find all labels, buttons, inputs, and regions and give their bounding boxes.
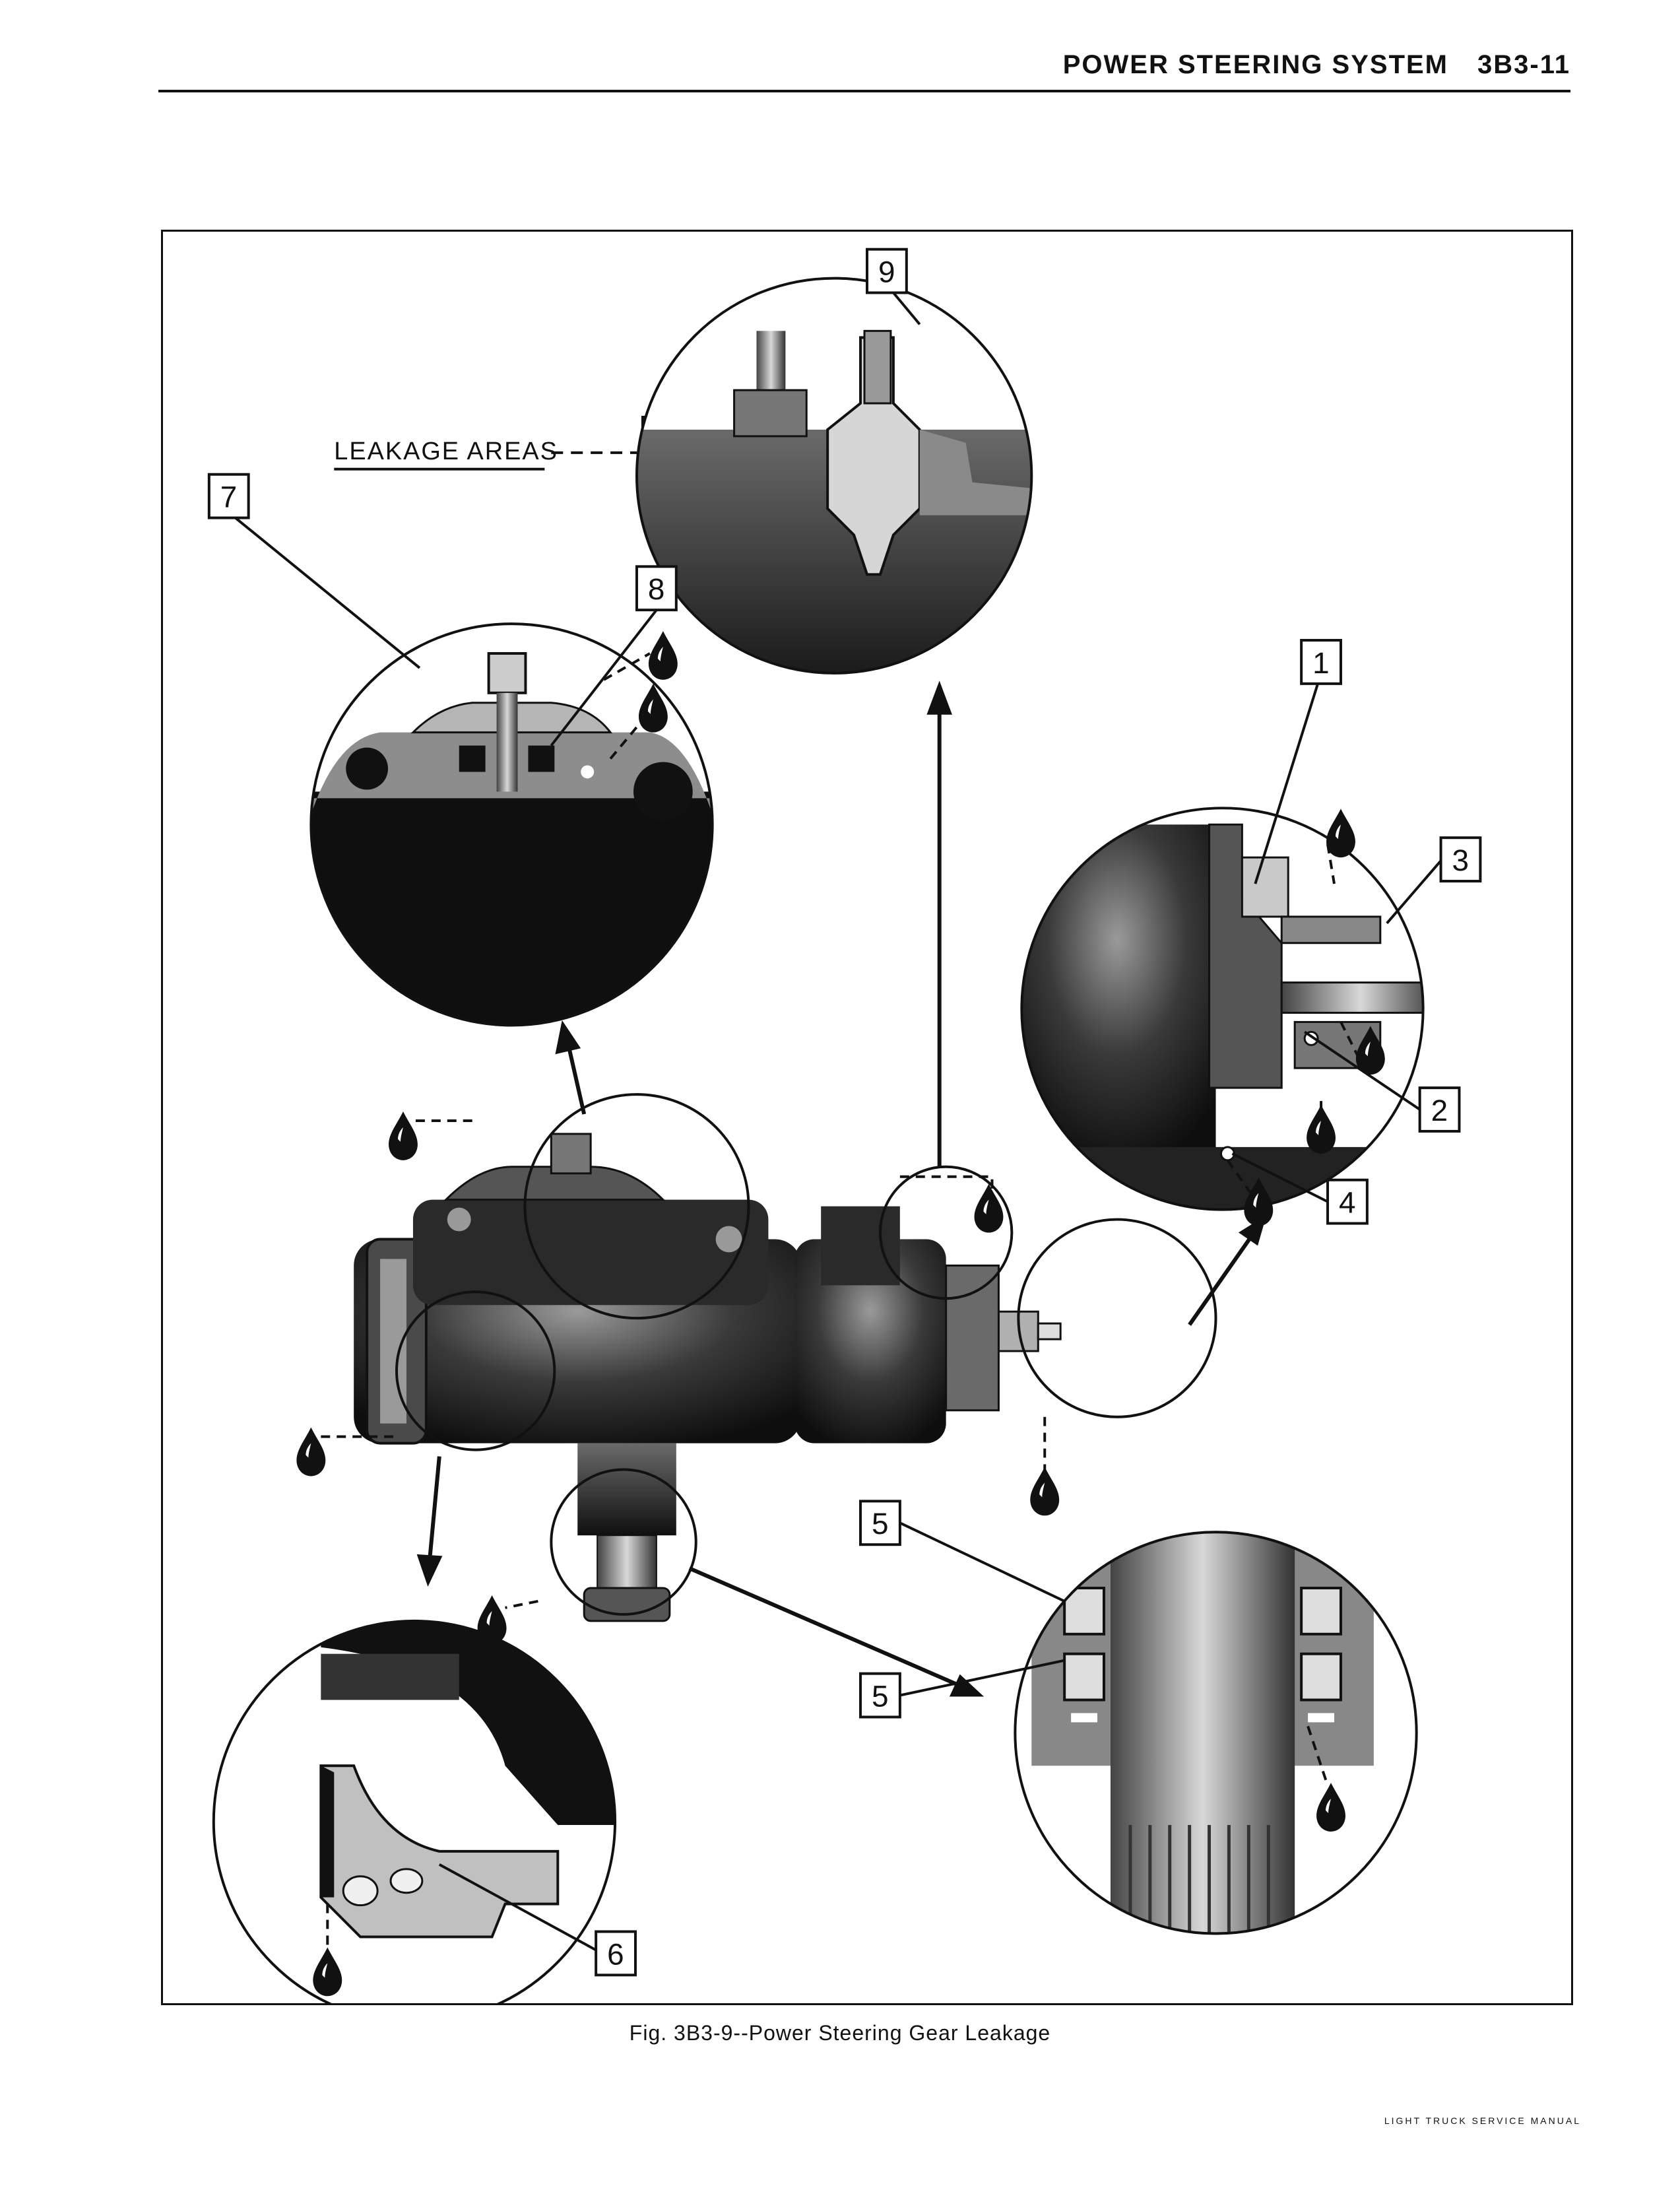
svg-text:2: 2 [1431, 1093, 1448, 1127]
detail-circle-5 [1014, 1531, 1418, 1935]
header-title: POWER STEERING SYSTEM 3B3-11 [1063, 50, 1570, 80]
callout-5b: 5 [859, 1659, 1065, 1719]
detail-circle-7-8 [309, 622, 714, 1027]
svg-text:1: 1 [1312, 646, 1330, 680]
footer-manual-name: LIGHT TRUCK SERVICE MANUAL [1384, 2115, 1581, 2126]
svg-text:9: 9 [878, 255, 895, 289]
detail-circle-6 [212, 1619, 616, 2003]
callout-8: 8 [550, 565, 678, 746]
detail-circle-1-4 [1020, 807, 1425, 1211]
svg-text:5: 5 [872, 1506, 889, 1541]
legend-label: LEAKAGE AREAS [334, 438, 558, 465]
figure-caption: Fig. 3B3-9--Power Steering Gear Leakage [629, 2021, 1051, 2045]
highlight-circle-top [523, 1093, 750, 1320]
highlight-circle-end-cap [395, 1290, 556, 1451]
highlight-circle-valve [878, 1165, 1014, 1300]
callout-1: 1 [1254, 639, 1342, 884]
svg-text:5: 5 [872, 1678, 889, 1713]
callout-7: 7 [207, 473, 421, 669]
page-number: 3B3-11 [1477, 50, 1570, 79]
page-header: POWER STEERING SYSTEM 3B3-11 [158, 46, 1570, 92]
callout-9: 9 [866, 248, 921, 325]
steering-gear-leakage-illustration: LEAKAGE AREAS [207, 248, 1482, 2003]
svg-text:7: 7 [220, 480, 238, 514]
callout-2: 2 [1304, 1030, 1461, 1133]
detail-circle-9 [635, 277, 1033, 675]
svg-text:6: 6 [607, 1937, 624, 1971]
section-title: POWER STEERING SYSTEM [1062, 50, 1449, 79]
figure-frame: LEAKAGE AREAS [161, 230, 1573, 2005]
highlight-circle-input [1017, 1218, 1217, 1418]
callout-5a: 5 [859, 1500, 1066, 1603]
callout-3: 3 [1386, 836, 1482, 925]
callout-4: 4 [1231, 1152, 1369, 1225]
callout-6: 6 [438, 1863, 637, 1977]
highlight-circle-sector [550, 1468, 697, 1616]
steering-gear-body [354, 1133, 1062, 1622]
svg-text:8: 8 [648, 572, 665, 606]
svg-text:4: 4 [1339, 1185, 1356, 1220]
svg-text:3: 3 [1452, 843, 1470, 877]
